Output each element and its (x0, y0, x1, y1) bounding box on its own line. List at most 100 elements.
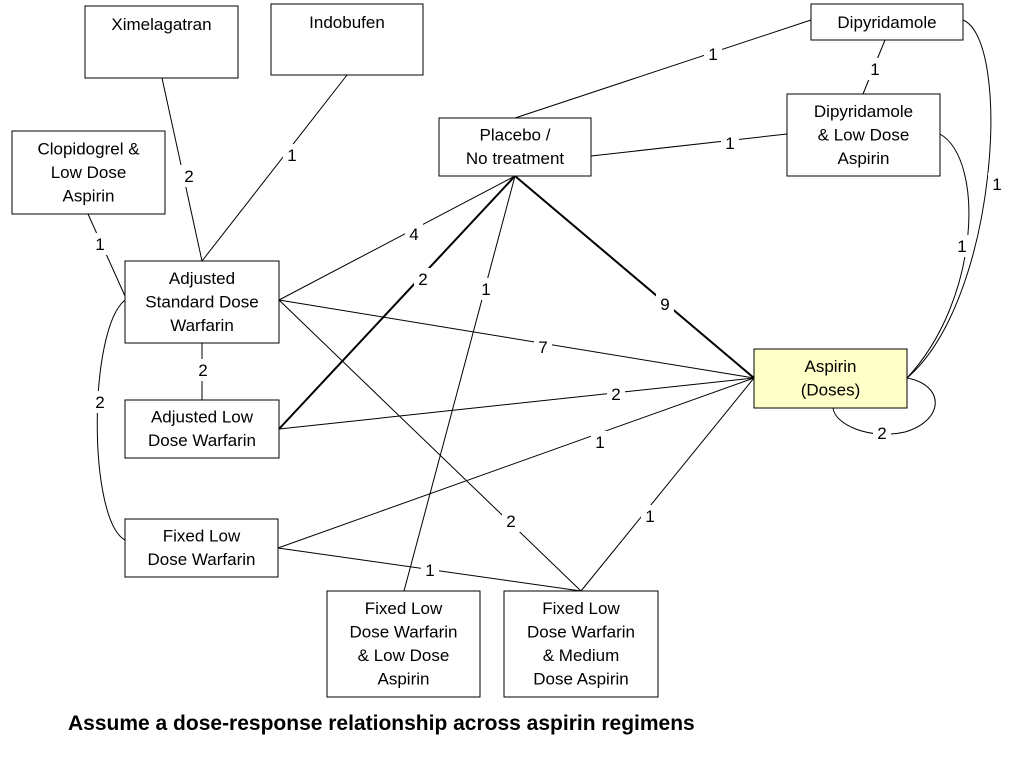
edge-count-label: 1 (645, 507, 654, 526)
edge-label-background (421, 559, 439, 581)
node-label-line: Dipyridamole (814, 102, 913, 121)
node-box (786, 93, 941, 177)
node-label-line: Dose Aspirin (533, 670, 628, 689)
edge-count-label: 2 (184, 167, 193, 186)
edge-count-label: 1 (425, 561, 434, 580)
edge-label-background (477, 278, 495, 300)
edge-adjusted-standard-warfarin-to-fixed-low-warfarin (96, 299, 126, 541)
edge-count-label: 1 (725, 134, 734, 153)
node-box (124, 518, 279, 578)
edge-count-label: 4 (409, 225, 418, 244)
edge-label-background (656, 293, 674, 315)
node-box (124, 399, 280, 459)
node-label-line: Aspirin (838, 149, 890, 168)
edge-count-label: 2 (611, 385, 620, 404)
node-label-line: Placebo / (480, 126, 551, 145)
edge-label-background (873, 422, 891, 444)
edge-label-background (534, 336, 552, 358)
node-placebo: Placebo / No treatment (438, 117, 592, 177)
edge-label-background (721, 132, 739, 154)
node-label-line: Dose Warfarin (147, 550, 255, 569)
node-label-line: & Low Dose (818, 125, 910, 144)
edge-adjusted-low-warfarin-to-aspirin (278, 377, 755, 430)
node-dipyridamole: Dipyridamole (810, 3, 964, 41)
edge-indobufen-to-adjusted-standard-warfarin (201, 74, 348, 262)
edge-placebo-to-fixed-low-warfarin-ld-aspirin (403, 175, 516, 592)
edge-count-label: 7 (538, 338, 547, 357)
edge-count-label: 1 (481, 280, 490, 299)
edge-label-background (180, 165, 198, 187)
node-label-line: Adjusted Low (151, 408, 254, 427)
node-box (753, 348, 908, 409)
node-label-line: Dose Warfarin (148, 431, 256, 450)
edge-placebo-to-dipyridamole (514, 19, 812, 119)
node-box (810, 3, 964, 41)
edge-placebo-to-adjusted-standard-warfarin (278, 175, 516, 301)
edge-label-background (591, 431, 609, 453)
edge-count-label: 1 (870, 60, 879, 79)
node-label-line: & Low Dose (358, 646, 450, 665)
node-label-line: & Medium (543, 646, 620, 665)
edge-fixed-low-warfarin-to-aspirin (277, 377, 755, 549)
edge-adjusted-standard-warfarin-to-fixed-low-warfarin-md-aspirin (278, 299, 582, 592)
node-box (11, 130, 166, 215)
node-ximelagatran: Ximelagatran (84, 5, 239, 79)
node-label-line: Aspirin (378, 670, 430, 689)
node-label-line: No treatment (466, 149, 565, 168)
edge-count-label: 2 (95, 393, 104, 412)
edge-adjusted-standard-warfarin-to-aspirin (278, 299, 755, 379)
edge-aspirin-to-aspirin (832, 377, 936, 435)
node-box (503, 590, 659, 698)
edge-placebo-to-adjusted-low-warfarin (278, 175, 516, 430)
node-label-line: Fixed Low (365, 599, 443, 618)
edge-count-label: 2 (198, 361, 207, 380)
edge-label-background (194, 359, 212, 381)
edge-label-background (283, 144, 301, 166)
node-box (438, 117, 592, 177)
node-aspirin: Aspirin(Doses) (753, 348, 908, 409)
edge-label-background (502, 510, 520, 532)
edge-label-background (91, 233, 109, 255)
edge-label-background (866, 58, 884, 80)
node-box (270, 3, 424, 76)
edge-label-background (405, 223, 423, 245)
edge-count-label: 2 (877, 424, 886, 443)
edge-label-background (953, 235, 971, 257)
node-label-line: Dose Warfarin (349, 623, 457, 642)
node-indobufen: Indobufen (270, 3, 424, 76)
node-label-line: Aspirin (63, 186, 115, 205)
edge-label-background (414, 268, 432, 290)
edge-count-label: 9 (660, 295, 669, 314)
edge-placebo-to-dipyridamole-ld-aspirin (590, 133, 788, 157)
node-label-line: Ximelagatran (111, 15, 211, 34)
edge-label-background (988, 173, 1006, 195)
edge-count-label: 2 (418, 270, 427, 289)
node-label-line: (Doses) (801, 381, 861, 400)
edge-fixed-low-warfarin-md-aspirin-to-aspirin (580, 377, 755, 592)
node-label-line: Indobufen (309, 13, 385, 32)
node-label-line: Low Dose (51, 163, 127, 182)
edge-count-label: 1 (95, 235, 104, 254)
edge-label-background (704, 43, 722, 65)
edge-dipyridamole-to-aspirin (906, 19, 992, 379)
node-label-line: Warfarin (170, 316, 234, 335)
node-label-line: Standard Dose (145, 292, 258, 311)
node-label-line: Dipyridamole (837, 13, 936, 32)
edge-label-background (641, 505, 659, 527)
node-box (84, 5, 239, 79)
diagram-caption: Assume a dose-response relationship acro… (68, 712, 695, 735)
edge-label-background (607, 383, 625, 405)
node-label-line: Dose Warfarin (527, 623, 635, 642)
node-box (326, 590, 481, 698)
node-box (124, 260, 280, 344)
edge-placebo-to-aspirin (514, 175, 755, 379)
edge-count-label: 1 (992, 175, 1001, 194)
